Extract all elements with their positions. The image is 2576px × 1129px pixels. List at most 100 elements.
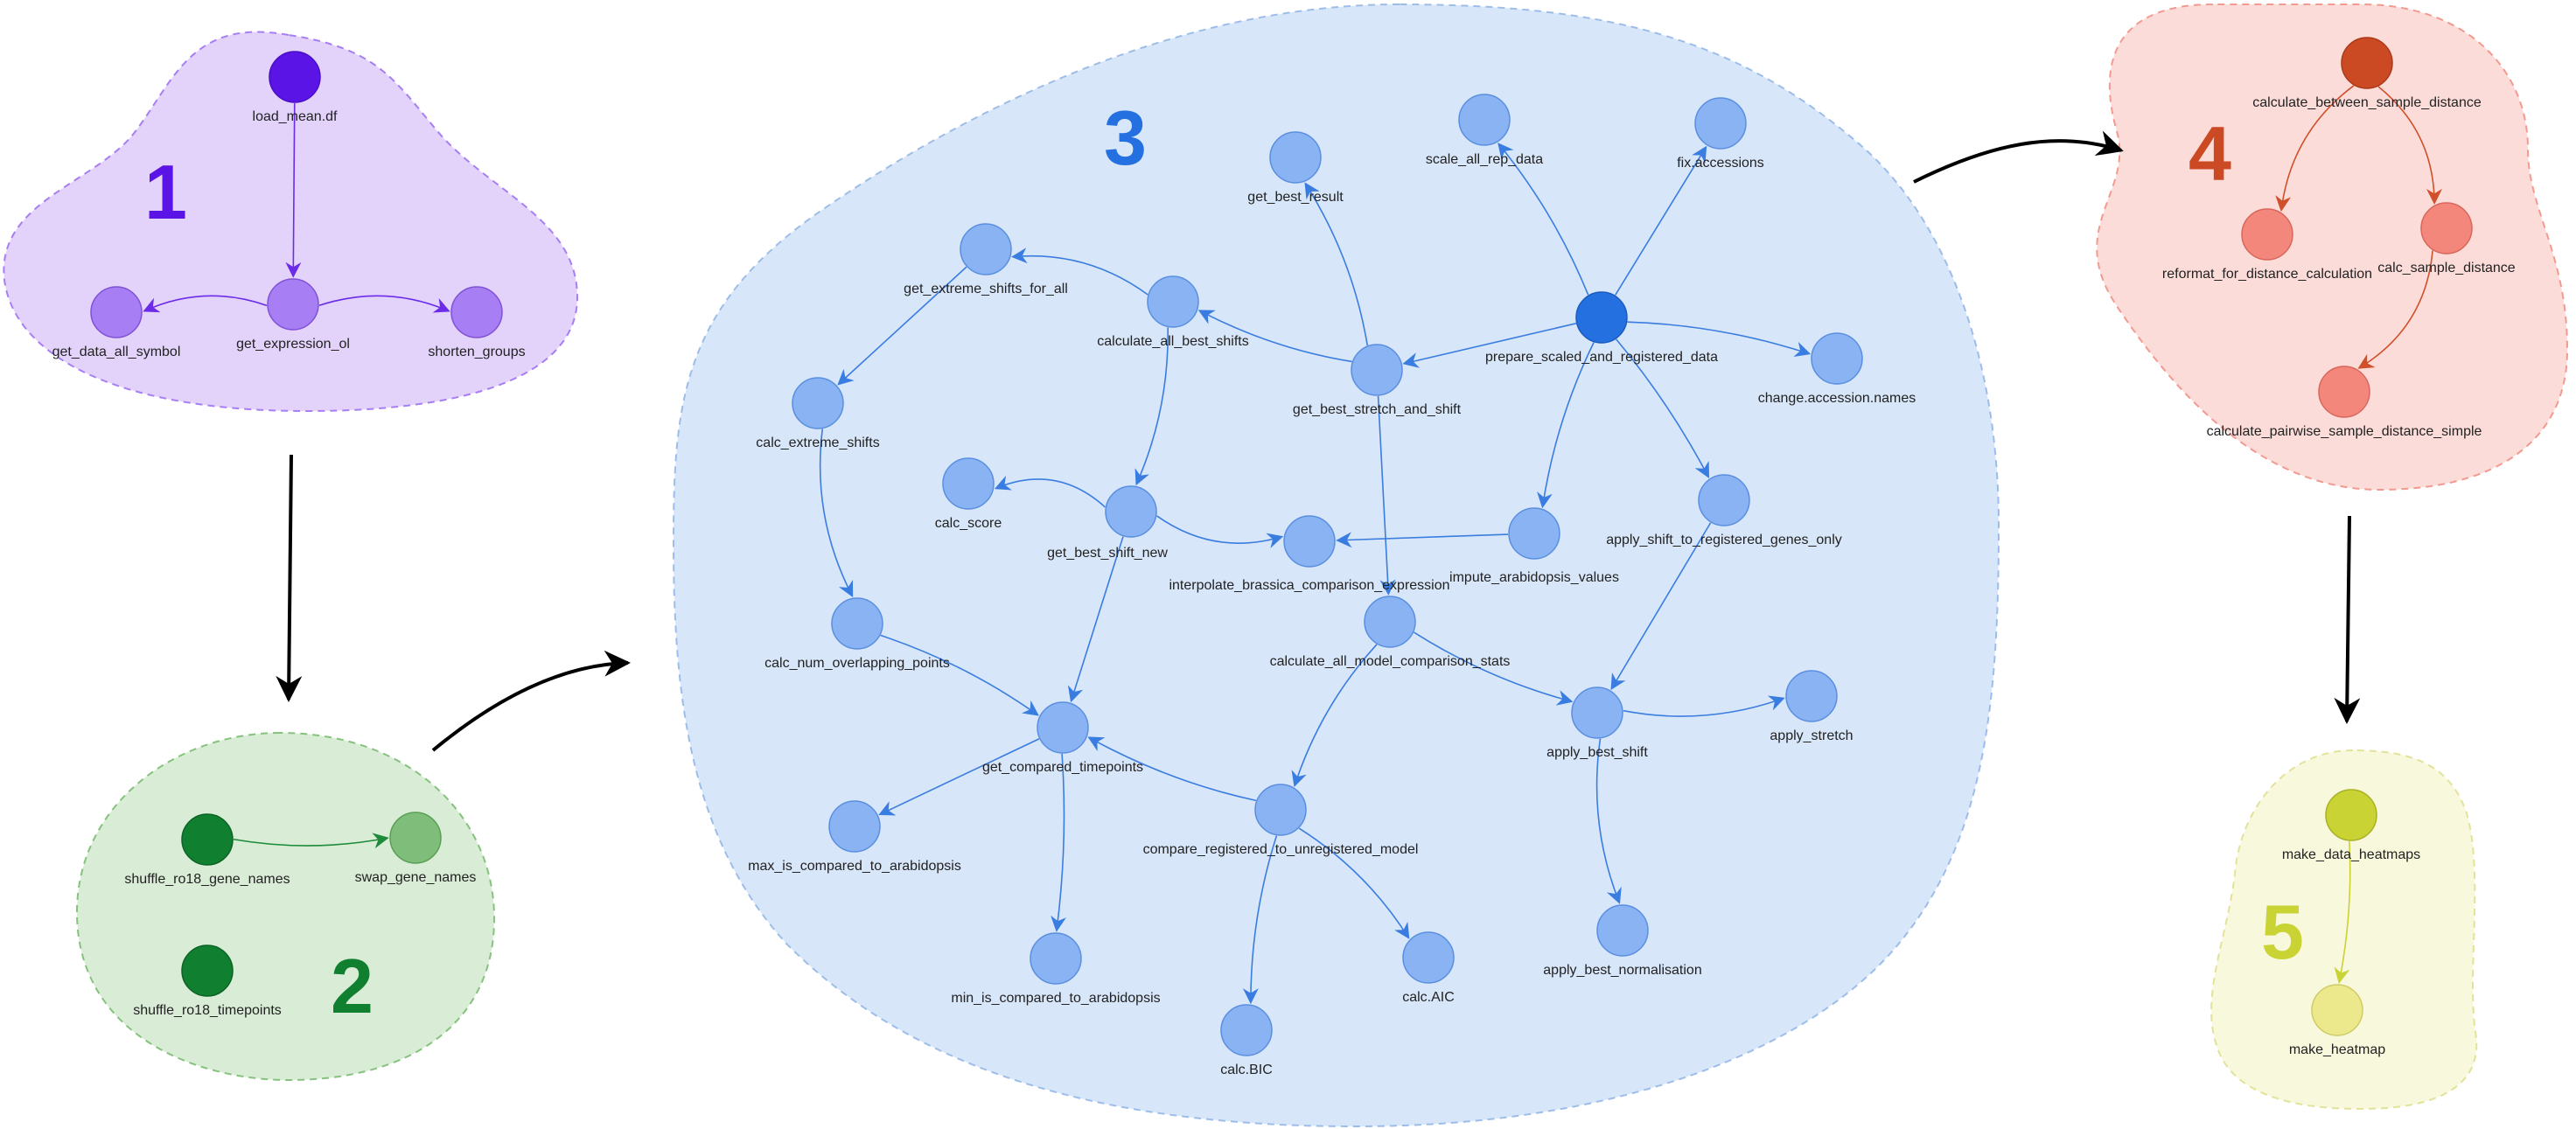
node-label: get_best_stretch_and_shift [1293,402,1462,417]
node-get-expression-ol[interactable]: get_expression_ol [236,278,350,352]
node-circle[interactable] [1254,784,1307,836]
node-calc-score[interactable]: calc_score [935,457,1002,531]
node-circle[interactable] [942,457,995,510]
edge-apply_best_shift-to-apply_stretch [1623,695,1785,717]
node-circle[interactable] [389,812,442,864]
node-circle[interactable] [181,813,234,866]
node-circle[interactable] [1458,94,1511,146]
node-circle[interactable] [181,944,234,997]
edge-calculate_all_best_shifts-to-get_extreme_shifts_for_all [1011,247,1148,296]
node-circle[interactable] [792,377,844,429]
group-4-region [2096,3,2569,491]
node-circle[interactable] [1571,686,1623,739]
node-circle[interactable] [831,597,883,650]
node-min-is-compared-to-arabidopsis[interactable]: min_is_compared_to_arabidopsis [951,932,1161,1006]
node-circle[interactable] [1030,932,1082,985]
node-circle[interactable] [1269,131,1322,184]
edge-get_best_stretch_and_shift-to-calculate_all_best_shifts [1197,310,1352,363]
node-swap-gene-names[interactable]: swap_gene_names [355,812,477,885]
group-number-2: 2 [331,943,373,1029]
node-circle[interactable] [2311,984,2363,1036]
node-circle[interactable] [1220,1004,1273,1056]
node-circle[interactable] [1147,275,1199,328]
node-circle[interactable] [90,286,143,338]
node-scale-all-rep-data[interactable]: scale_all_rep_data [1426,94,1543,167]
node-shuffle-ro18-gene-names[interactable]: shuffle_ro18_gene_names [124,813,290,887]
node-impute-arabidopsis-values[interactable]: impute_arabidopsis_values [1449,507,1619,585]
node-get-best-shift-new[interactable]: get_best_shift_new [1047,485,1168,561]
node-fix-accessions[interactable]: fix.accessions [1677,97,1764,171]
node-get-best-stretch-and-shift[interactable]: get_best_stretch_and_shift [1293,344,1462,417]
node-circle[interactable] [1575,291,1628,344]
node-apply-best-normalisation[interactable]: apply_best_normalisation [1543,904,1702,978]
node-get-extreme-shifts-for-all[interactable]: get_extreme_shifts_for_all [904,223,1068,296]
node-label: get_compared_timepoints [982,760,1143,775]
node-label: apply_best_normalisation [1543,963,1701,978]
node-make-heatmap[interactable]: make_heatmap [2289,984,2385,1057]
node-calc-sample-distance[interactable]: calc_sample_distance [2377,202,2516,275]
node-compare-registered-to-unregistered-model[interactable]: compare_registered_to_unregistered_model [1143,784,1419,857]
node-calculate-between-sample-distance[interactable]: calculate_between_sample_distance [2252,37,2482,110]
group-number-1: 1 [144,149,187,235]
node-calc-BIC[interactable]: calc.BIC [1220,1004,1273,1077]
node-shorten-groups[interactable]: shorten_groups [428,286,526,359]
node-calculate-all-model-comparison-stats[interactable]: calculate_all_model_comparison_stats [1270,596,1511,669]
node-circle[interactable] [1508,507,1560,560]
node-get-compared-timepoints[interactable]: get_compared_timepoints [982,701,1143,775]
node-circle[interactable] [269,51,321,103]
node-prepare-scaled-and-registered-data[interactable]: prepare_scaled_and_registered_data [1485,291,1718,365]
node-label: calc_num_overlapping_points [764,656,950,671]
group-number-3: 3 [1104,94,1147,181]
node-circle[interactable] [1402,931,1455,984]
node-label: interpolate_brassica_comparison_expressi… [1169,578,1449,593]
node-get-best-result[interactable]: get_best_result [1247,131,1344,205]
node-circle[interactable] [1105,485,1157,538]
node-label: get_best_result [1247,190,1344,205]
node-circle[interactable] [1283,515,1336,568]
edge-calculate_all_best_shifts-to-get_best_shift_new [1134,327,1169,486]
node-circle[interactable] [1596,904,1649,957]
node-calculate-all-best-shifts[interactable]: calculate_all_best_shifts [1097,275,1249,349]
node-calc-AIC[interactable]: calc.AIC [1402,931,1455,1005]
node-circle[interactable] [1364,596,1416,648]
node-label: max_is_compared_to_arabidopsis [748,859,961,874]
node-circle[interactable] [1698,474,1750,526]
group-5-region [2210,749,2478,1111]
node-reformat-for-distance-calculation[interactable]: reformat_for_distance_calculation [2162,208,2372,282]
node-calc-extreme-shifts[interactable]: calc_extreme_shifts [756,377,880,450]
edge-prepare_scaled_and_registered_data-to-get_best_stretch_and_shift [1402,323,1576,368]
node-circle[interactable] [2325,789,2377,841]
node-circle[interactable] [450,286,503,338]
node-get-data-all-symbol[interactable]: get_data_all_symbol [52,286,181,359]
node-label: apply_best_shift [1546,745,1648,760]
node-circle[interactable] [1785,670,1838,722]
node-circle[interactable] [960,223,1012,275]
node-circle[interactable] [1694,97,1747,150]
node-apply-shift-to-registered-genes-only[interactable]: apply_shift_to_registered_genes_only [1606,474,1842,547]
node-change-accession-names[interactable]: change.accession.names [1758,332,1916,406]
node-label: min_is_compared_to_arabidopsis [951,991,1160,1006]
node-calculate-pairwise-sample-distance-simple[interactable]: calculate_pairwise_sample_distance_simpl… [2207,366,2482,439]
node-max-is-compared-to-arabidopsis[interactable]: max_is_compared_to_arabidopsis [748,800,961,874]
node-shuffle-ro18-timepoints[interactable]: shuffle_ro18_timepoints [133,944,282,1018]
flow-arrow-2-to-3 [431,650,631,752]
edge-get_best_stretch_and_shift-to-get_best_result [1304,182,1369,346]
node-load-mean[interactable]: load_mean.df [253,51,339,124]
node-circle[interactable] [2241,208,2293,261]
node-apply-stretch[interactable]: apply_stretch [1770,670,1853,743]
node-label: calculate_pairwise_sample_distance_simpl… [2207,424,2482,439]
node-calc-num-overlapping-points[interactable]: calc_num_overlapping_points [764,597,950,671]
node-label: impute_arabidopsis_values [1449,570,1619,585]
node-circle[interactable] [267,278,319,331]
node-make-data-heatmaps[interactable]: make_data_heatmaps [2282,789,2420,862]
node-circle[interactable] [2318,366,2370,418]
node-interpolate-brassica-comparison-expression[interactable]: interpolate_brassica_comparison_expressi… [1169,515,1450,593]
node-circle[interactable] [2341,37,2393,89]
node-circle[interactable] [828,800,881,853]
node-apply-best-shift[interactable]: apply_best_shift [1546,686,1648,760]
node-circle[interactable] [1037,701,1089,754]
node-circle[interactable] [1811,332,1863,385]
node-label: calculate_all_model_comparison_stats [1270,654,1511,669]
node-circle[interactable] [1351,344,1403,396]
node-circle[interactable] [2420,202,2473,254]
